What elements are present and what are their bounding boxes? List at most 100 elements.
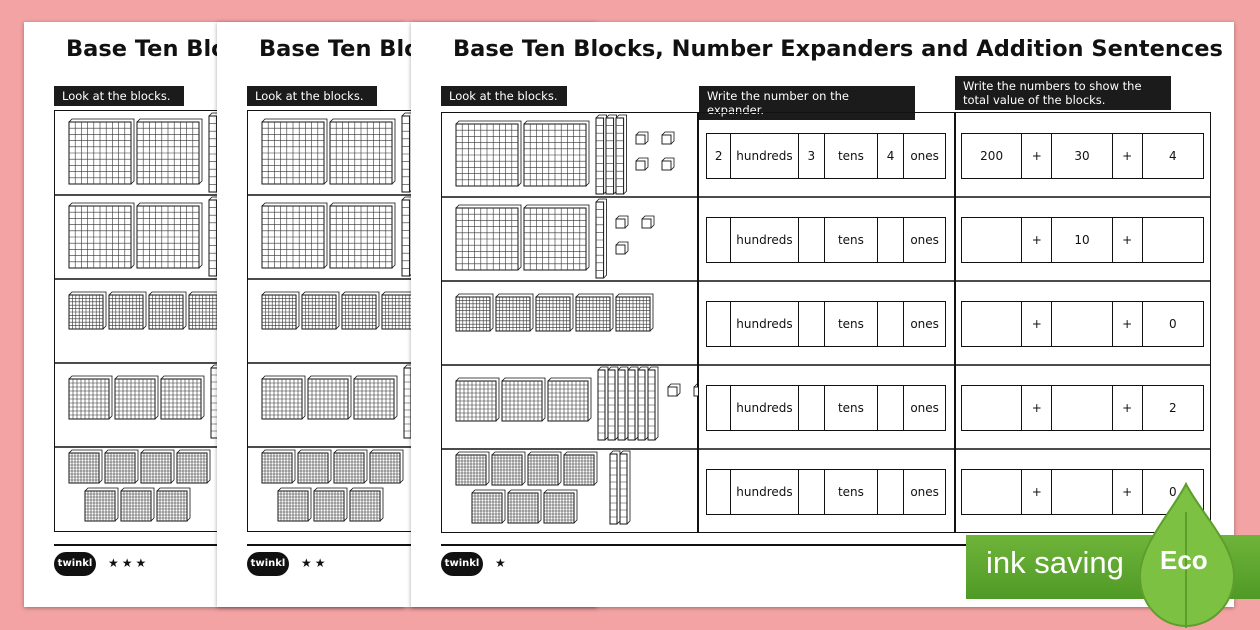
tens-rod — [627, 366, 639, 441]
addition-sentence: 200+30+4 — [961, 133, 1204, 179]
hundreds-block — [313, 487, 348, 522]
expander-digit-tens[interactable] — [799, 470, 825, 514]
expander-label-hundreds: hundreds — [731, 302, 799, 346]
twinkl-logo: twinkl — [441, 552, 483, 576]
expander-digit-hundreds[interactable] — [707, 386, 732, 430]
hundreds-block — [261, 202, 328, 269]
expander-label-tens: tens — [825, 218, 878, 262]
hundreds-block — [495, 293, 534, 332]
hundreds-block — [301, 291, 340, 330]
ones-cube — [667, 383, 681, 397]
expander-label-tens: tens — [825, 386, 878, 430]
hundreds-block — [455, 293, 494, 332]
twinkl-logo: twinkl — [247, 552, 289, 576]
expander-label-hundreds: hundreds — [731, 386, 799, 430]
hundreds-block — [148, 291, 187, 330]
ones-cube — [661, 131, 675, 145]
tens-rod — [615, 114, 627, 195]
hundreds-block — [341, 291, 380, 330]
hundreds-block — [120, 487, 155, 522]
sum-tens-value[interactable]: 10 — [1052, 218, 1113, 262]
hundreds-block — [615, 293, 654, 332]
sum-ones-value[interactable]: 2 — [1169, 401, 1177, 415]
sum-hundreds-value[interactable] — [962, 386, 1023, 430]
expander-digit-ones[interactable]: 4 — [878, 134, 905, 178]
sum-ones-value[interactable]: 0 — [1169, 485, 1177, 499]
hundreds-block — [114, 375, 159, 420]
hundreds-block — [543, 489, 578, 524]
expander-digit-hundreds[interactable] — [707, 470, 732, 514]
hundreds-block — [160, 375, 205, 420]
expander-digit-tens[interactable] — [799, 218, 825, 262]
hundreds-block — [455, 204, 522, 271]
sum-hundreds-value[interactable] — [962, 218, 1023, 262]
expander-digit-tens[interactable] — [799, 302, 825, 346]
plus-sign: + — [1113, 134, 1143, 178]
expander-digit-hundreds[interactable] — [707, 302, 732, 346]
expander-digit-ones[interactable] — [878, 386, 905, 430]
expander-digit-tens[interactable]: 3 — [799, 134, 825, 178]
addition-sentence: ++0 — [961, 301, 1204, 347]
tens-rod — [617, 366, 629, 441]
hundreds-block — [329, 118, 396, 185]
hundreds-block — [501, 377, 546, 422]
look-header: Look at the blocks. — [54, 86, 184, 106]
sum-tens-value[interactable] — [1052, 470, 1113, 514]
hundreds-block — [491, 451, 526, 486]
plus-sign: + — [1022, 218, 1053, 262]
expander-digit-hundreds[interactable]: 2 — [707, 134, 732, 178]
sum-tens-value[interactable] — [1052, 302, 1113, 346]
expander-label-ones: ones — [910, 233, 939, 247]
sum-tens-value[interactable]: 30 — [1052, 134, 1113, 178]
sum-ones-value[interactable] — [1143, 218, 1203, 262]
footer-line — [441, 544, 1211, 546]
addition-sentence: +10+ — [961, 217, 1204, 263]
blocks-column — [441, 112, 698, 533]
ones-cube — [635, 157, 649, 171]
hundreds-block — [349, 487, 384, 522]
hundreds-block — [369, 449, 404, 484]
plus-sign: + — [1022, 386, 1053, 430]
hundreds-block — [68, 118, 135, 185]
hundreds-block — [523, 204, 590, 271]
hundreds-block — [455, 377, 500, 422]
hundreds-block — [136, 202, 203, 269]
plus-sign: + — [1113, 386, 1143, 430]
expander-digit-tens[interactable] — [799, 386, 825, 430]
expander-digit-ones[interactable] — [878, 302, 905, 346]
hundreds-block — [523, 120, 590, 187]
hundreds-block — [507, 489, 542, 524]
expander-label-tens: tens — [825, 470, 878, 514]
tens-rod — [607, 366, 619, 441]
tens-rod — [597, 366, 609, 441]
tens-rod — [647, 366, 659, 441]
eco-leaf-icon — [1140, 482, 1236, 628]
expander-label-ones: ones — [910, 485, 939, 499]
ones-cube — [615, 241, 629, 255]
hundreds-block — [68, 449, 103, 484]
sum-tens-value[interactable] — [1052, 386, 1113, 430]
sum-hundreds-value[interactable] — [962, 302, 1023, 346]
sum-ones-value[interactable]: 4 — [1169, 149, 1177, 163]
expander-digit-ones[interactable] — [878, 470, 905, 514]
hundreds-block — [140, 449, 175, 484]
worksheet-sheet-one-star: Base Ten Blocks, Number Expanders and Ad… — [411, 22, 1234, 607]
sum-hundreds-value[interactable] — [962, 470, 1023, 514]
hundreds-block — [471, 489, 506, 524]
expander-digit-hundreds[interactable] — [707, 218, 732, 262]
hundreds-block — [535, 293, 574, 332]
sum-ones-value[interactable]: 0 — [1169, 317, 1177, 331]
difficulty-stars: ★ — [495, 556, 509, 570]
hundreds-block — [261, 449, 296, 484]
addition-sentence: ++0 — [961, 469, 1204, 515]
expander-digit-ones[interactable] — [878, 218, 905, 262]
ones-cube — [693, 383, 698, 397]
ones-cube — [615, 215, 629, 229]
hundreds-block — [68, 291, 107, 330]
sum-hundreds-value[interactable]: 200 — [962, 134, 1023, 178]
expander-header: Write the number on the expander. — [699, 86, 915, 120]
hundreds-block — [68, 202, 135, 269]
hundreds-block — [277, 487, 312, 522]
